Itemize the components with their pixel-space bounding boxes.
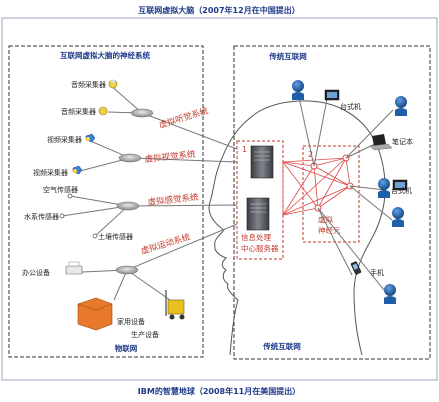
air-sensor-node — [67, 193, 73, 199]
head-silhouette — [208, 100, 386, 356]
motion-system-label: 虚拟运动系统 — [140, 231, 192, 257]
person-body-icon — [378, 190, 390, 198]
iot-connections — [61, 83, 238, 301]
printer-paper-icon — [68, 261, 80, 267]
monitor-screen-icon — [327, 92, 337, 98]
iot-panel-header: 互联网虚拟大脑的神经系统 — [60, 50, 150, 60]
person-icon — [384, 284, 396, 296]
air-sensor-label: 空气传感器 — [43, 185, 78, 194]
person-body-icon — [392, 219, 404, 227]
person-3 — [378, 178, 390, 198]
audio-collector-1: 音频采集器 — [71, 79, 118, 89]
office-device: 办公设备 — [22, 261, 83, 277]
person-icon — [392, 207, 404, 219]
server-icon — [246, 197, 270, 231]
audio-collector-2-label: 音频采集器 — [61, 107, 96, 116]
server-caption-line-2: 中心服务器 — [241, 243, 279, 253]
forklift-wheel-icon — [169, 314, 175, 320]
water-sensor: 水系传感器 — [24, 212, 65, 221]
person-icon — [292, 80, 304, 92]
printer-icon — [65, 265, 83, 275]
neuron-caption-line-1: 虚拟 — [318, 214, 333, 224]
furniture-icon — [77, 297, 113, 331]
top-title: 互联网虚拟大脑（2007年12月在中国提出） — [138, 5, 299, 15]
person-icon — [378, 178, 390, 190]
person-2 — [395, 96, 407, 116]
audio-collector-2: 音频采集器 — [61, 106, 108, 116]
person-5 — [384, 284, 396, 304]
person-4 — [392, 207, 404, 227]
laptop-base-icon — [369, 143, 393, 151]
server-caption-line-1: 信息处理 — [241, 232, 271, 242]
desktop-1: 台式机 — [324, 89, 361, 111]
hub-device — [115, 265, 139, 275]
hearing-system-label: 虚拟听觉系统 — [158, 105, 210, 131]
desktop-2-label: 台式机 — [391, 186, 412, 195]
air-sensor: 空气传感器 — [43, 185, 78, 199]
water-sensor-label: 水系传感器 — [24, 212, 59, 221]
person-icon — [395, 96, 407, 108]
internet-panel-header: 传统互联网 — [268, 51, 307, 61]
neuron-box-number: 2 — [308, 150, 313, 159]
soil-sensor: 土壤传感器 — [92, 232, 133, 241]
iot-panel — [8, 45, 204, 358]
forklift-wheel-icon — [179, 314, 185, 320]
video-collector-1: 视频采集器 — [47, 133, 96, 144]
internet-panel — [233, 45, 431, 360]
person-body-icon — [292, 92, 304, 100]
microphone-icon — [98, 106, 108, 116]
server-icon — [250, 145, 274, 179]
home-device-label: 家用设备 — [117, 317, 145, 326]
desktop-2: 台式机 — [391, 179, 412, 195]
microphone-grill-icon — [111, 80, 115, 83]
camera-lens-icon — [86, 137, 90, 141]
production-device-label: 生产设备 — [131, 330, 159, 339]
video-collector-2: 视频采集器 — [33, 165, 83, 177]
neuron-box — [302, 145, 360, 243]
vision-system-label: 虚拟视觉系统 — [144, 149, 196, 165]
outer-frame — [1, 17, 438, 381]
hub-video — [118, 153, 142, 163]
phone: 手机 — [350, 261, 384, 277]
internet-connections — [297, 92, 394, 296]
server-bottom — [246, 197, 270, 231]
monitor-screen-icon — [395, 182, 405, 188]
soil-sensor-label: 土壤传感器 — [98, 232, 133, 241]
video-collector-2-label: 视频采集器 — [33, 168, 68, 177]
laptop-icon — [372, 134, 386, 146]
phone-label: 手机 — [370, 268, 384, 277]
laptop: 笔记本 — [369, 134, 413, 151]
internet-panel-footer: 传统互联网 — [262, 341, 301, 351]
water-sensor-node — [59, 213, 65, 219]
office-device-label: 办公设备 — [22, 268, 50, 277]
phone-screen-icon — [352, 263, 359, 270]
production-device: 生产设备 — [131, 290, 185, 339]
server-top — [250, 145, 274, 179]
bottom-title: IBM的智慧地球（2008年11月在美国提出） — [138, 386, 300, 396]
neuron-mesh — [282, 157, 351, 216]
person-body-icon — [395, 108, 407, 116]
forklift-icon — [167, 299, 185, 315]
soil-sensor-node — [92, 233, 98, 239]
server-box-number: 1 — [242, 145, 247, 154]
laptop-label: 笔记本 — [392, 137, 413, 146]
audio-collector-1-label: 音频采集器 — [71, 80, 106, 89]
hub-sensor — [116, 201, 140, 211]
hub-audio — [130, 108, 154, 118]
person-body-icon — [384, 296, 396, 304]
sensation-system-label: 虚拟感觉系统 — [147, 192, 199, 208]
iot-panel-footer: 物联网 — [115, 343, 138, 353]
person-1 — [292, 80, 304, 100]
camera-lens-icon — [73, 169, 77, 173]
desktop-1-label: 台式机 — [340, 102, 361, 111]
home-device: 家用设备 — [77, 297, 145, 331]
video-collector-1-label: 视频采集器 — [47, 135, 82, 144]
furniture-edge-icon — [77, 303, 113, 311]
